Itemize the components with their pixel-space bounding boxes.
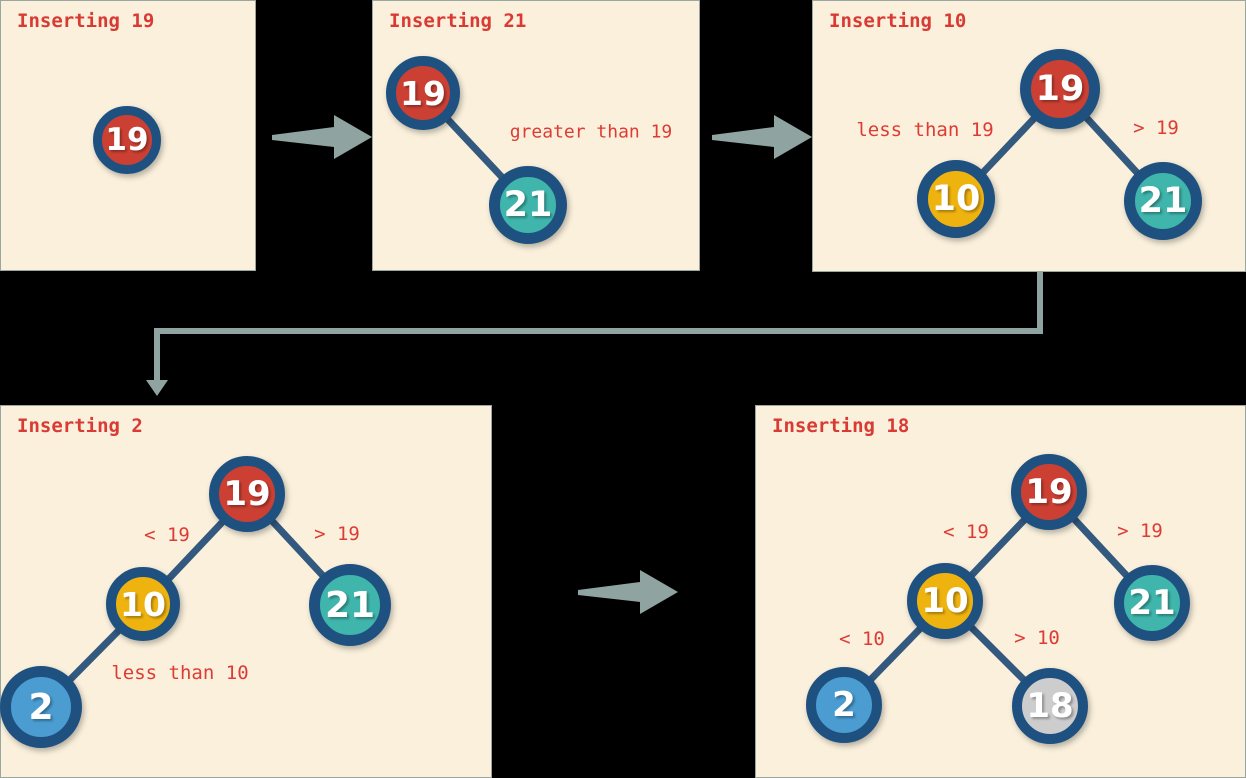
tree-node-21[interactable]: 21	[489, 166, 567, 244]
panel-inserting-19: Inserting 19	[0, 0, 256, 271]
edge-label: > 10	[1014, 627, 1060, 649]
elbow-arrowhead	[146, 380, 168, 396]
tree-node-21[interactable]: 21	[1124, 162, 1202, 240]
tree-node-value: 19	[1025, 472, 1073, 512]
panel-title: Inserting 18	[772, 415, 910, 437]
edge-label: < 19	[943, 521, 989, 543]
edge-label: < 19	[144, 524, 190, 546]
tree-node-2[interactable]: 2	[806, 667, 882, 743]
tree-node-10[interactable]: 10	[907, 563, 983, 639]
tree-node-value: 10	[921, 581, 969, 621]
tree-node-value: 18	[1026, 686, 1074, 726]
tree-node-value: 21	[324, 584, 376, 626]
edge-label: > 19	[1133, 117, 1179, 139]
arrow-shape	[272, 115, 372, 159]
tree-node-10[interactable]: 10	[106, 567, 180, 641]
tree-node-value: 19	[223, 474, 271, 514]
edge-label: > 19	[314, 523, 360, 545]
edge-label: less than 19	[856, 119, 994, 141]
tree-node-21[interactable]: 21	[309, 564, 391, 646]
tree-node-value: 19	[400, 73, 446, 113]
edge-label: less than 10	[111, 662, 249, 684]
panel-title: Inserting 10	[829, 10, 967, 32]
tree-node-value: 10	[931, 179, 981, 219]
tree-node-value: 2	[28, 686, 54, 728]
tree-node-19[interactable]: 19	[93, 106, 161, 174]
tree-node-2[interactable]: 2	[0, 666, 82, 748]
panel-title: Inserting 19	[17, 10, 155, 32]
edge-label: greater than 19	[509, 121, 673, 143]
tree-node-21[interactable]: 21	[1114, 565, 1190, 641]
tree-node-value: 10	[120, 584, 166, 624]
elbow-line	[154, 272, 1043, 382]
tree-node-19[interactable]: 19	[1020, 49, 1100, 129]
tree-node-19[interactable]: 19	[386, 56, 460, 130]
tree-node-value: 19	[105, 122, 149, 158]
arrow-step-4-to-5-icon	[578, 570, 678, 614]
tree-node-value: 21	[1128, 583, 1176, 623]
edge-label: < 10	[839, 628, 885, 650]
panel-title: Inserting 2	[17, 415, 143, 437]
tree-node-18[interactable]: 18	[1012, 668, 1088, 744]
arrow-shape	[712, 115, 812, 159]
arrow-step-1-to-2-icon	[272, 115, 372, 159]
tree-node-19[interactable]: 19	[1011, 454, 1087, 530]
tree-node-value: 19	[1035, 69, 1085, 109]
panel-title: Inserting 21	[389, 10, 527, 32]
arrow-step-2-to-3-icon	[712, 115, 812, 159]
arrow-shape	[578, 570, 678, 614]
tree-node-19[interactable]: 19	[209, 456, 285, 532]
tree-node-10[interactable]: 10	[917, 160, 995, 238]
tree-node-value: 2	[832, 685, 856, 725]
edge-label: > 19	[1117, 520, 1163, 542]
tree-node-value: 21	[503, 185, 553, 225]
tree-node-value: 21	[1138, 181, 1188, 221]
